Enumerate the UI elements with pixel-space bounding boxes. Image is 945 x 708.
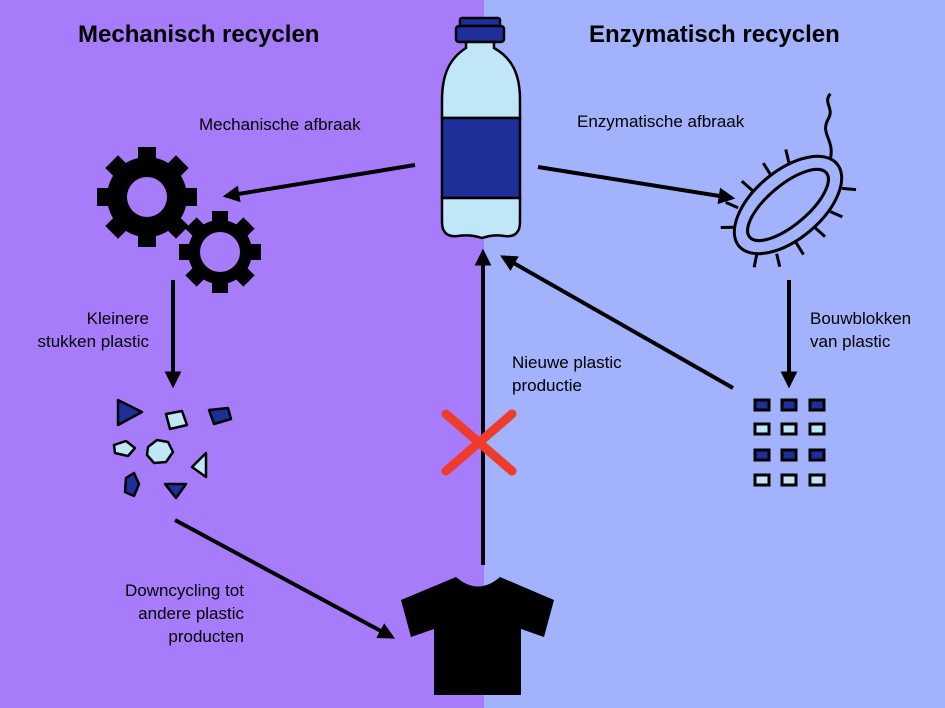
plastic-bottle-icon (440, 16, 522, 240)
arrows (164, 163, 798, 639)
arrow-fragments-to-shirt (174, 518, 395, 639)
label-smaller-pieces: Kleinere stukken plastic (37, 309, 150, 351)
label-building-blocks: Bouwblokken van plastic (810, 309, 912, 351)
bacterium-icon (720, 92, 857, 268)
enzymatic-side-background (484, 0, 945, 708)
gears-icon (97, 147, 261, 293)
heading-mechanical: Mechanisch recyclen (78, 21, 320, 48)
arrow-bottle-to-bacterium (537, 165, 736, 205)
mechanical-side-background (0, 0, 484, 708)
label-new-production: Nieuwe plastic productie (512, 353, 622, 395)
arrow-bottle-to-gears (222, 163, 416, 203)
heading-enzymatic: Enzymatisch recyclen (589, 21, 840, 48)
label-mechanical-breakdown: Mechanische afbraak (199, 115, 361, 134)
red-cross-icon (441, 409, 517, 476)
plastic-fragments-icon (112, 398, 233, 500)
label-enzymatic-breakdown: Enzymatische afbraak (577, 112, 745, 131)
t-shirt-icon (401, 577, 554, 695)
building-blocks-icon (753, 398, 826, 487)
arrow-blocks-to-bottle (500, 255, 734, 390)
label-downcycling: Downcycling tot andere plastic producten (124, 581, 244, 646)
